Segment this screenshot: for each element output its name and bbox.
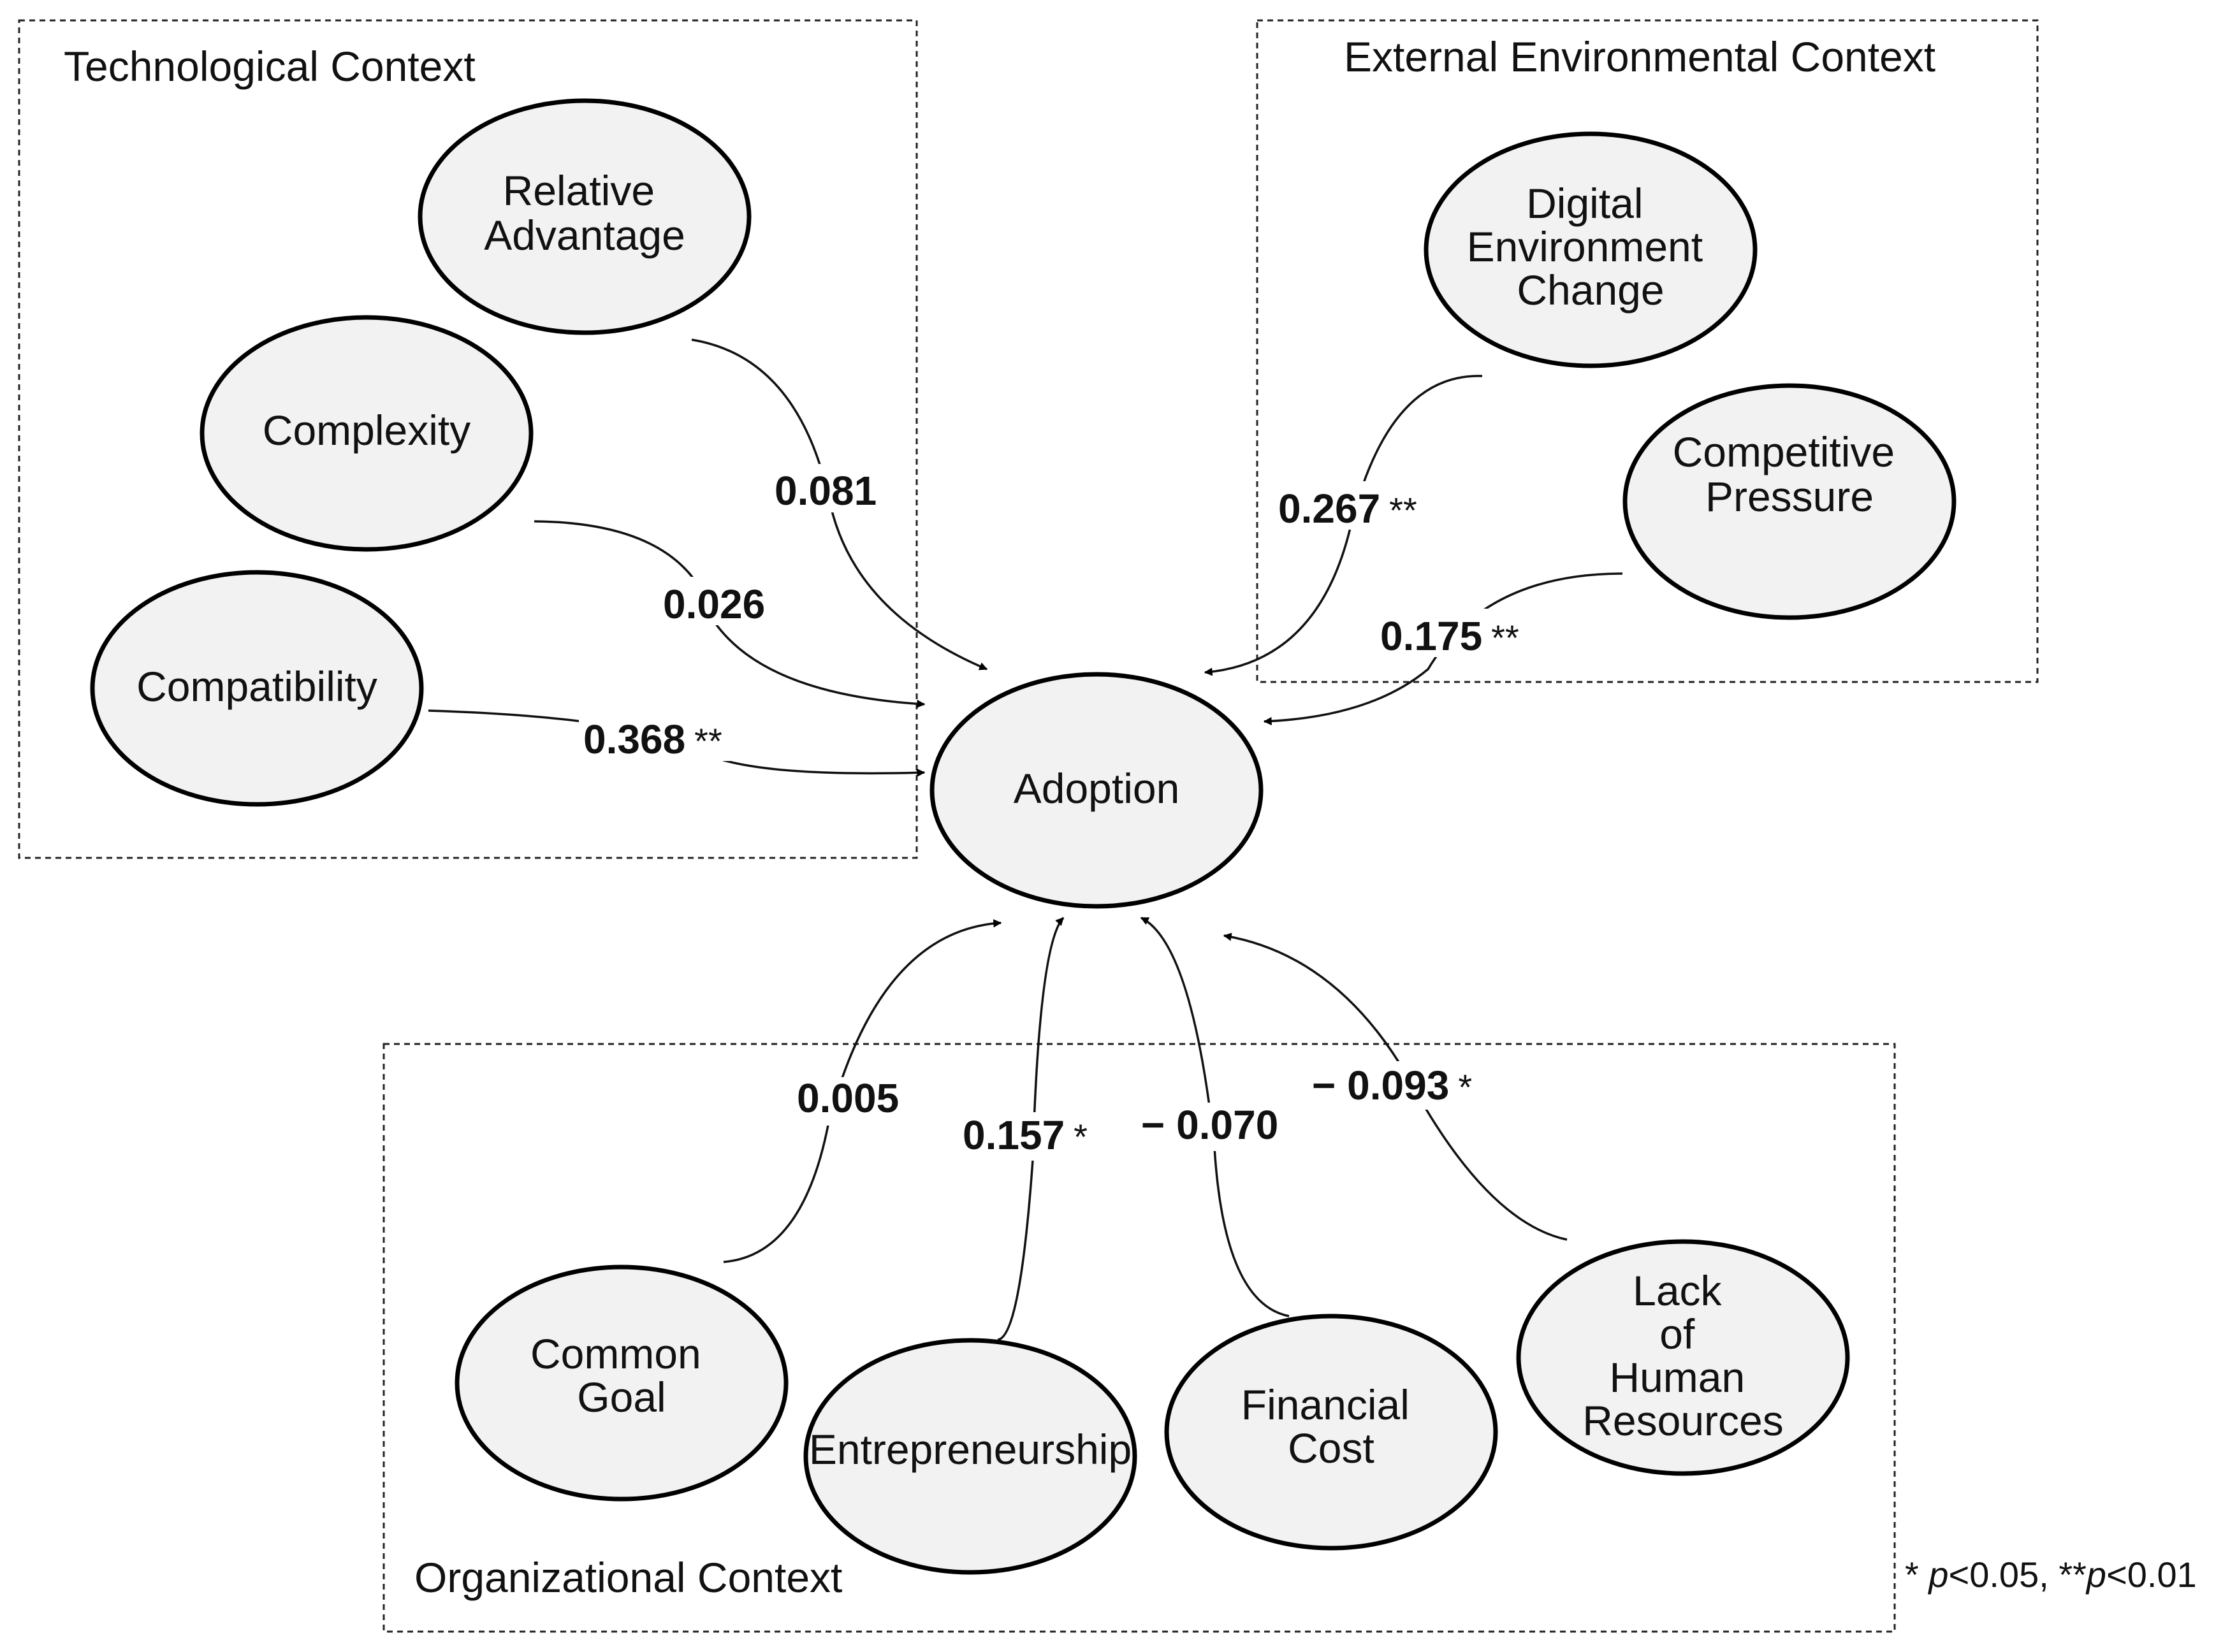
organizational-context-box: [383, 1043, 1896, 1633]
node-financial-cost: Financial Cost: [1164, 1314, 1498, 1551]
coef-lack-of-human-resources: − 0.093*: [1310, 1061, 1489, 1110]
node-competitive-pressure-label: Competitive Pressure: [1673, 428, 1907, 520]
technological-context-group: Technological Context: [18, 19, 918, 859]
coef-complexity-label: 0.026: [663, 581, 765, 627]
node-entrepreneurship: Entrepreneurship: [803, 1338, 1137, 1575]
coef-digital-environment-change-label: 0.267**: [1278, 486, 1417, 532]
path-competitive-pressure-to-adoption: [1263, 572, 1623, 726]
coef-digital-environment-change: 0.267**: [1275, 481, 1441, 532]
node-competitive-pressure: Competitive Pressure: [1622, 383, 1956, 620]
node-relative-advantage-label: Relative Advantage: [484, 167, 685, 259]
node-complexity-label: Complexity: [263, 407, 470, 454]
node-complexity: Complexity: [200, 315, 534, 552]
node-lack-of-human-resources-label: Lack of Human Resources: [1582, 1267, 1783, 1444]
technological-context-title: Technological Context: [64, 43, 476, 90]
organizational-context-title: Organizational Context: [414, 1554, 842, 1601]
node-compatibility: Compatibility: [90, 570, 424, 807]
organizational-context-group: Organizational Context: [383, 1043, 1896, 1633]
coefficients-layer: 0.081 0.026 0.368** 0.267** 0.175**: [579, 464, 1543, 1161]
external-context-group: External Environmental Context: [1256, 19, 2039, 683]
node-adoption-label: Adoption: [1014, 765, 1180, 812]
external-context-box: [1256, 19, 2039, 683]
coef-relative-advantage-label: 0.081: [775, 468, 877, 514]
coef-lack-of-human-resources-label: − 0.093*: [1312, 1062, 1472, 1108]
coef-entrepreneurship-label: 0.157*: [963, 1112, 1088, 1158]
coef-entrepreneurship: 0.157*: [959, 1112, 1112, 1161]
coef-common-goal: 0.005: [794, 1075, 912, 1126]
node-adoption: Adoption: [929, 672, 1264, 909]
node-digital-environment-change: Digital Environment Change: [1424, 131, 1758, 368]
coef-compatibility: 0.368**: [579, 713, 745, 762]
technological-context-box: [18, 19, 918, 859]
node-compatibility-label: Compatibility: [136, 663, 377, 710]
coef-common-goal-label: 0.005: [797, 1075, 899, 1121]
coef-complexity: 0.026: [658, 577, 776, 627]
node-entrepreneurship-label: Entrepreneurship: [809, 1426, 1132, 1473]
nodes-layer: Relative Advantage Complexity Compatibil…: [90, 98, 1956, 1575]
coef-competitive-pressure: 0.175**: [1377, 609, 1543, 659]
node-common-goal: Common Goal: [455, 1264, 789, 1502]
node-financial-cost-label: Financial Cost: [1241, 1381, 1421, 1472]
coef-compatibility-label: 0.368**: [583, 716, 722, 762]
coef-competitive-pressure-label: 0.175**: [1380, 613, 1519, 659]
external-context-title: External Environmental Context: [1344, 33, 1935, 80]
significance-note: * p<0.05, **p<0.01: [1905, 1554, 2197, 1595]
coef-financial-cost-label: − 0.070: [1141, 1102, 1278, 1148]
coef-financial-cost: − 0.070: [1138, 1102, 1285, 1151]
coef-relative-advantage: 0.081: [770, 464, 888, 514]
node-digital-environment-change-label: Digital Environment Change: [1467, 180, 1715, 314]
node-common-goal-label: Common Goal: [530, 1330, 713, 1421]
node-relative-advantage: Relative Advantage: [418, 98, 752, 335]
node-lack-of-human-resources: Lack of Human Resources: [1516, 1239, 1850, 1476]
